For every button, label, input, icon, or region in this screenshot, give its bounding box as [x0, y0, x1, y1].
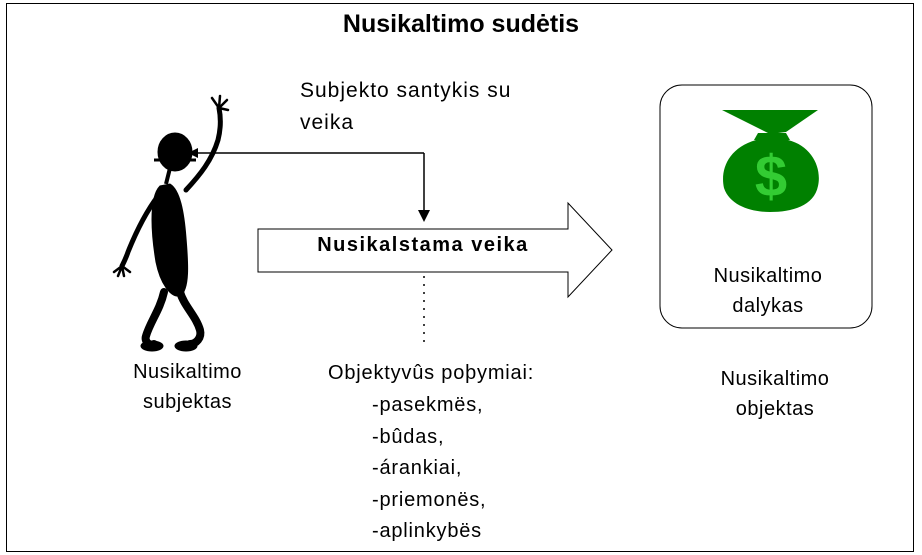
- diagram-title: Nusikaltimo sudėtis: [342, 10, 580, 38]
- relation-label: Subjekto santykis su veika: [300, 79, 512, 134]
- money-bag-icon: $: [722, 110, 819, 212]
- thing-label-line: Nusikaltimo: [713, 265, 823, 287]
- act-label: Nusikalstama veika: [317, 234, 529, 256]
- signs-list-item: -priemonës,: [372, 488, 487, 511]
- subject-label: Nusikaltimo subjektas: [105, 357, 270, 417]
- object-label-line: objektas: [735, 398, 815, 420]
- person-figure-icon: [112, 94, 230, 352]
- signs-title: Objektyvûs poþymiai:: [328, 362, 535, 384]
- signs-list-item: -pasekmës,: [372, 394, 484, 416]
- signs-list: -pasekmës, -bûdas, -árankiai, -priemonës…: [372, 390, 486, 548]
- dollar-sign: $: [755, 144, 787, 209]
- subject-label-line: subjektas: [143, 391, 232, 413]
- act-arrow: [257, 201, 613, 299]
- object-label-line: Nusikaltimo: [720, 368, 830, 390]
- relation-connector: [188, 148, 430, 222]
- subject-label-line: Nusikaltimo: [133, 361, 242, 383]
- signs-list-item: -aplinkybës: [372, 520, 482, 542]
- object-label: Nusikaltimo objektas: [690, 364, 860, 424]
- diagram-frame: [6, 3, 914, 552]
- signs-list-item: -árankiai,: [372, 457, 463, 479]
- signs-list-item: -bûdas,: [372, 425, 445, 448]
- thing-label-line: dalykas: [732, 295, 804, 317]
- thing-label: Nusikaltimo dalykas: [668, 261, 868, 321]
